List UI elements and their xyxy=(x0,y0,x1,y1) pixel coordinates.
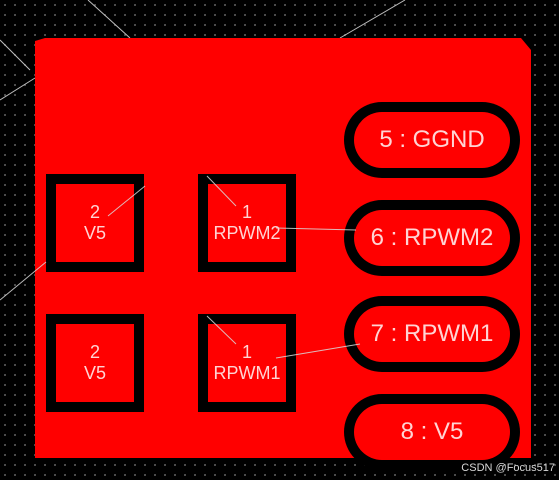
pad-label: 6 : RPWM2 xyxy=(354,210,510,266)
pad-7-rpwm1[interactable]: 7 : RPWM1 xyxy=(344,296,520,372)
pad-label: 5 : GGND xyxy=(354,112,510,168)
pad-5-ggnd[interactable]: 5 : GGND xyxy=(344,102,520,178)
pad-number: 2 xyxy=(89,202,100,222)
pad-rpwm1[interactable]: 1 RPWM1 xyxy=(198,314,296,412)
pad-number: 1 xyxy=(241,342,252,362)
watermark: CSDN @Focus517 xyxy=(461,462,555,474)
pad-net: RPWM2 xyxy=(213,223,281,243)
pad-net: RPWM1 xyxy=(213,363,281,383)
pad-v5-top[interactable]: 2 V5 xyxy=(46,174,144,272)
pad-net: V5 xyxy=(83,363,107,383)
pad-8-v5[interactable]: 8 : V5 xyxy=(344,394,520,470)
pad-label: 7 : RPWM1 xyxy=(354,306,510,362)
pad-label: 8 : V5 xyxy=(354,404,510,460)
pad-v5-bottom[interactable]: 2 V5 xyxy=(46,314,144,412)
pad-rpwm2[interactable]: 1 RPWM2 xyxy=(198,174,296,272)
pad-6-rpwm2[interactable]: 6 : RPWM2 xyxy=(344,200,520,276)
pad-number: 2 xyxy=(89,342,100,362)
pad-number: 1 xyxy=(241,202,252,222)
pad-net: V5 xyxy=(83,223,107,243)
